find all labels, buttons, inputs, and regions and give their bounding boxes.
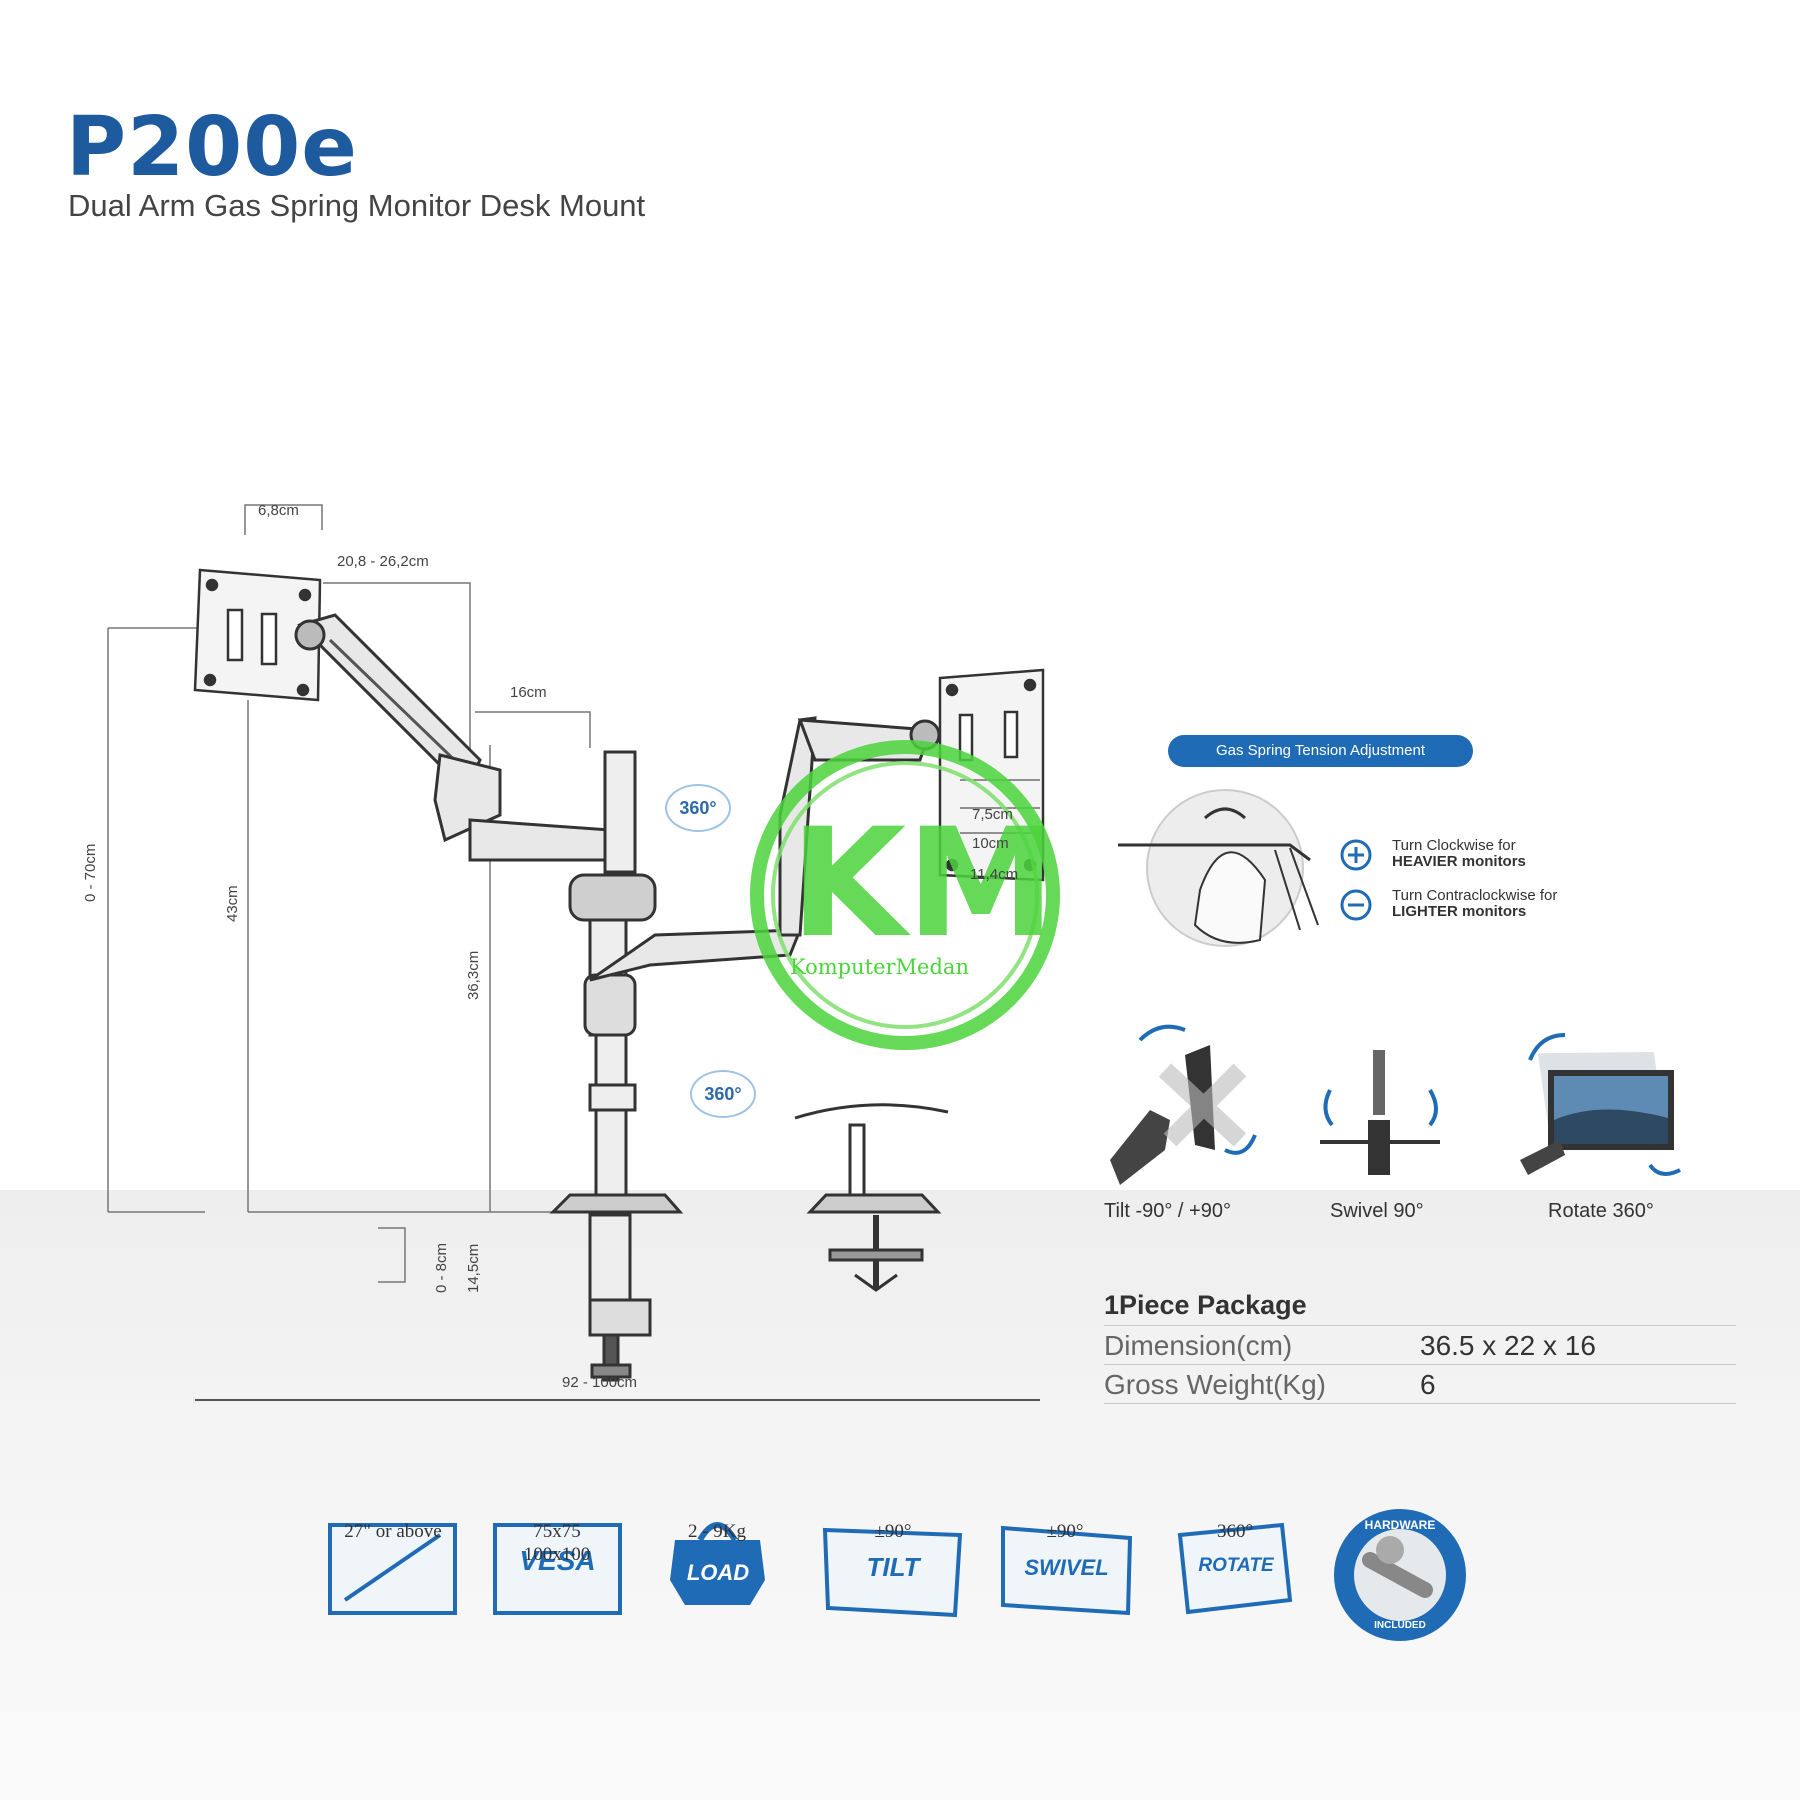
swivel-icon-text: SWIVEL — [1024, 1555, 1109, 1580]
rotation-badge-upper: 360° — [665, 784, 731, 832]
package-value: 36.5 x 22 x 16 — [1420, 1330, 1596, 1361]
desk-clamp-detail — [794, 1103, 949, 1292]
clockwise-line2: HEAVIER monitors — [1392, 853, 1526, 870]
spec-tilt: ±90° — [874, 1521, 912, 1542]
counter-line1: Turn Contraclockwise for — [1392, 887, 1558, 904]
package-row: Gross Weight(Kg) 6 — [1104, 1364, 1736, 1404]
dim-base-width: 92 - 100cm — [562, 1374, 638, 1391]
hardware-icon-text: HARDWARE — [1364, 1518, 1436, 1532]
rotate-icon — [1520, 1033, 1681, 1176]
km-watermark-letters: KM — [790, 797, 1056, 971]
spec-swivel: ±90° — [1046, 1521, 1084, 1542]
package-label: Gross Weight(Kg) — [1104, 1369, 1326, 1400]
dim-total-height: 0 - 70cm — [82, 843, 99, 902]
dim-arm-reach: 20,8 - 26,2cm — [337, 553, 429, 570]
vesa-icon — [493, 1523, 622, 1615]
gas-spring-illustration — [1118, 789, 1319, 947]
rotation-badge-lower: 360° — [690, 1070, 756, 1118]
mount-pole — [549, 750, 684, 1382]
vesa-icon-text: VESA — [519, 1545, 596, 1576]
rotate-label: Rotate 360° — [1548, 1200, 1654, 1222]
tilt-icon-text: TILT — [866, 1552, 920, 1582]
hardware-icon-subtext: INCLUDED — [1374, 1620, 1426, 1631]
clockwise-line1: Turn Clockwise for — [1392, 837, 1516, 854]
plus-icon — [1340, 839, 1372, 871]
swivel-spec-icon — [1001, 1525, 1133, 1616]
km-watermark-logo — [750, 740, 1060, 1050]
load-icon — [670, 1522, 765, 1605]
spec-rotate: 360° — [1216, 1521, 1254, 1542]
dim-pole-offset: 16cm — [510, 684, 547, 701]
gas-spring-title: Gas Spring Tension Adjustment — [1168, 735, 1473, 767]
dim-pole-height: 43cm — [224, 885, 241, 922]
spec-vesa: 75x75 100x100 — [482, 1520, 632, 1566]
tilt-spec-icon — [822, 1527, 963, 1618]
dim-vesa-100: 10cm — [972, 835, 1009, 852]
hardware-included-icon — [1334, 1509, 1466, 1641]
dim-plate-height: 11,4cm — [970, 866, 1019, 883]
package-label: Dimension(cm) — [1104, 1330, 1293, 1361]
counter-line2: LIGHTER monitors — [1392, 903, 1527, 920]
counter-instruction: Turn Contraclockwise for LIGHTER monitor… — [1392, 888, 1557, 920]
left-arm — [294, 613, 612, 862]
clockwise-instruction: Turn Clockwise for HEAVIER monitors — [1392, 838, 1526, 870]
rotate-spec-icon — [1177, 1522, 1293, 1615]
spec-screen-size: 27" or above — [344, 1521, 442, 1542]
dim-clamp-range: 0 - 8cm — [433, 1242, 450, 1293]
spec-load: 2 - 9Kg — [687, 1521, 747, 1542]
watermark-name: KomputerMedan — [790, 955, 969, 979]
package-value: 6 — [1420, 1369, 1436, 1400]
swivel-label: Swivel 90° — [1330, 1200, 1424, 1222]
screen-size-icon — [328, 1523, 457, 1615]
spec-vesa-line1: 75x75 — [533, 1521, 581, 1542]
load-icon-text: LOAD — [686, 1560, 750, 1585]
tilt-icon — [1110, 1024, 1257, 1185]
package-title: 1Piece Package — [1104, 1290, 1307, 1320]
swivel-icon — [1320, 1050, 1440, 1175]
left-vesa-plate — [193, 568, 322, 702]
bottom-background-band — [0, 1190, 1800, 1800]
dim-vesa-75: 7,5cm — [972, 806, 1013, 823]
tilt-label: Tilt -90° / +90° — [1104, 1200, 1231, 1222]
dim-lower-height: 36,3cm — [465, 950, 482, 1000]
product-title: P200e — [66, 100, 358, 195]
minus-icon — [1340, 889, 1372, 921]
dim-plate-width: 6,8cm — [258, 502, 299, 519]
dim-clamp-height: 14,5cm — [465, 1243, 482, 1293]
rotate-icon-text: ROTATE — [1198, 1555, 1274, 1576]
product-subtitle: Dual Arm Gas Spring Monitor Desk Mount — [68, 188, 646, 223]
spec-vesa-line2: 100x100 — [523, 1544, 591, 1565]
package-row: Dimension(cm) 36.5 x 22 x 16 — [1104, 1325, 1736, 1364]
